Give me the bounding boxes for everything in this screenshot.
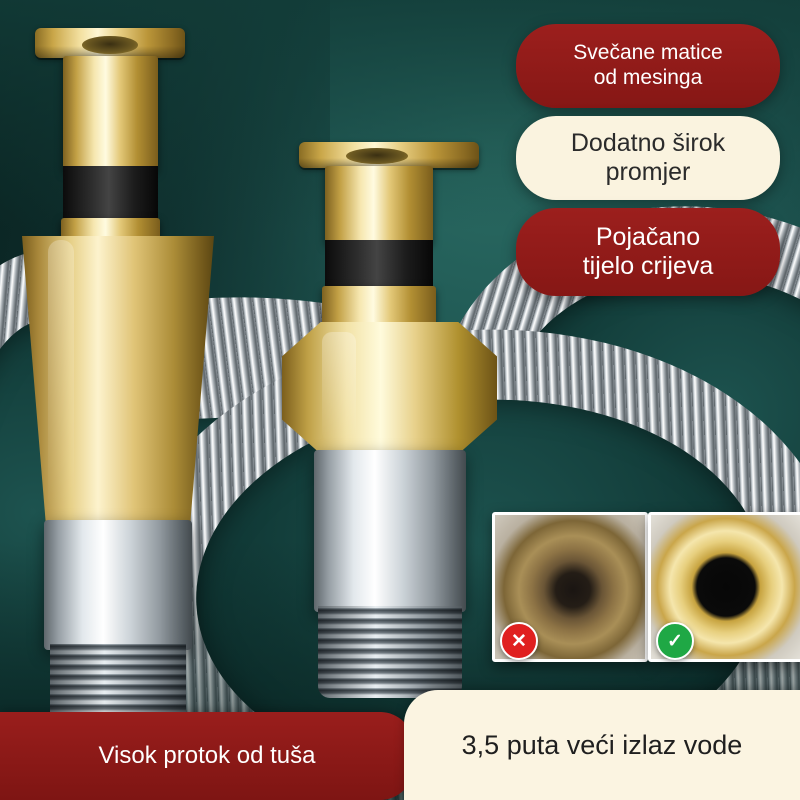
callout-wide-diameter: Dodatno širok promjer [516, 116, 780, 200]
comparison-bad-badge-label: ✕ [511, 630, 527, 652]
connector-right-bore [346, 148, 408, 164]
callout-brass-nuts: Svečane matice od mesinga [516, 24, 780, 108]
comparison-good-badge: ✓ [656, 622, 694, 660]
connector-left [0, 0, 300, 724]
comparison-bad-badge: ✕ [500, 622, 538, 660]
callout-reinforced-body-line1: Pojačano [595, 222, 701, 251]
connector-left-steel-sleeve [44, 520, 192, 650]
connector-left-brass-tube [63, 56, 158, 171]
callout-wide-diameter-line2: promjer [605, 158, 691, 186]
connector-left-threaded-tip [50, 644, 186, 724]
comparison-bad [492, 512, 648, 662]
bottom-bar-left: Visok protok od tuša [0, 712, 414, 800]
connector-right-rubber-band [325, 240, 433, 288]
connector-right-steel-sleeve [314, 450, 466, 612]
connector-left-rubber-band [63, 166, 158, 222]
callout-reinforced-body: Pojačano tijelo crijeva [516, 208, 780, 296]
connector-right-brass-tube [325, 166, 433, 244]
comparison-good-badge-label: ✓ [667, 630, 683, 652]
callout-brass-nuts-line1: Svečane matice [573, 41, 723, 65]
connector-right [270, 0, 550, 800]
callout-brass-nuts-line2: od mesinga [593, 66, 703, 89]
bottom-bar-right-label: 3,5 puta veći izlaz vode [461, 729, 743, 760]
connector-right-hex-nut [282, 322, 497, 454]
callout-wide-diameter-line1: Dodatno širok [570, 128, 726, 157]
connector-right-lower-sleeve [322, 286, 436, 328]
connector-left-brass-body [22, 236, 214, 526]
callout-reinforced-body-line2: tijelo crijeva [582, 252, 714, 280]
connector-left-ring [61, 218, 160, 240]
bottom-bar-right: 3,5 puta veći izlaz vode [404, 690, 800, 800]
connector-left-bore [82, 36, 138, 54]
bottom-bar-left-label: Visok protok od tuša [98, 742, 316, 769]
connector-right-threaded-tip [318, 606, 462, 698]
